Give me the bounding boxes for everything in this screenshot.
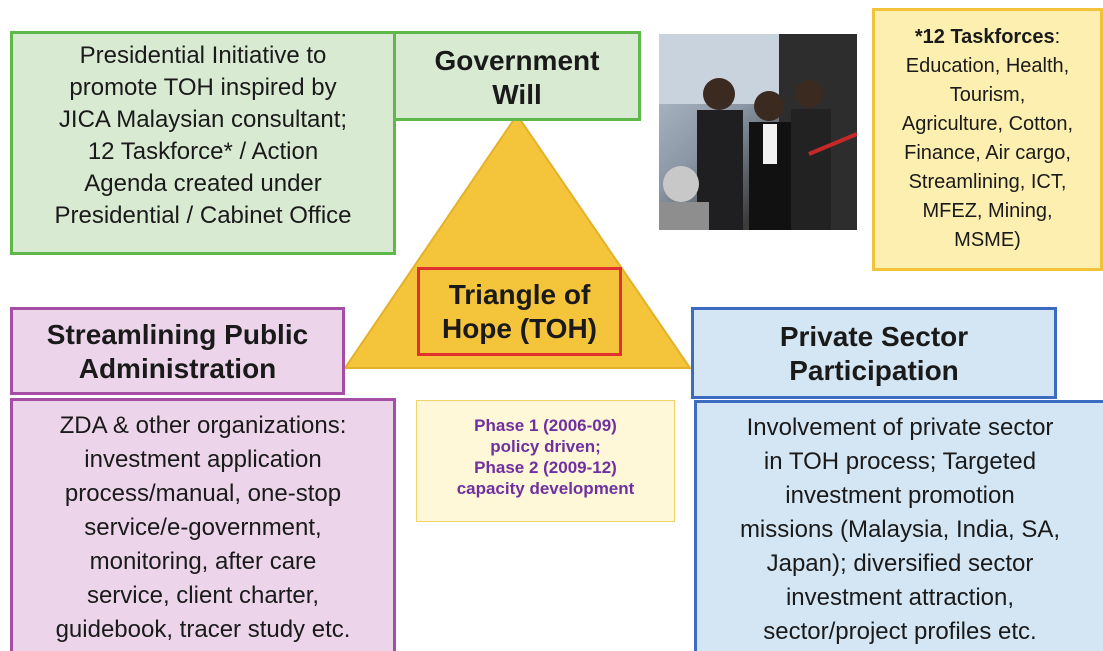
phases-note: Phase 1 (2006-09) policy driven; Phase 2… [416, 400, 675, 522]
taskforce-line: MFEZ, Mining, [922, 200, 1053, 222]
government-will-description: Presidential Initiative to promote TOH i… [10, 31, 396, 255]
private-sector-description: Involvement of private sector in TOH pro… [694, 400, 1103, 651]
private-sector-title: Private Sector Participation [691, 307, 1057, 399]
triangle-shape [343, 113, 692, 369]
gov-desc-line: Presidential / Cabinet Office [54, 202, 352, 229]
streamlining-title: Streamlining Public Administration [10, 307, 345, 395]
center-title-line: Hope (TOH) [441, 313, 598, 344]
spa-desc-line: ZDA & other organizations: [59, 412, 347, 439]
phase-line: policy driven; [490, 437, 601, 456]
spa-desc-line: guidebook, tracer study etc. [55, 616, 351, 643]
gov-title-line: Will [492, 79, 542, 110]
spa-desc-line: process/manual, one-stop [64, 480, 342, 507]
gov-desc-line: JICA Malaysian consultant; [58, 106, 348, 133]
photo-illustration [659, 34, 857, 230]
spa-desc-line: monitoring, after care [89, 548, 317, 575]
spa-desc-line: investment application [84, 446, 322, 473]
spa-title-line: Streamlining Public [46, 319, 309, 350]
psp-title-line: Private Sector [779, 321, 969, 352]
psp-desc-line: investment attraction, [785, 584, 1015, 611]
gov-desc-line: promote TOH inspired by [69, 74, 337, 101]
psp-title-line: Participation [789, 355, 959, 386]
psp-desc-line: sector/project profiles etc. [763, 618, 1037, 645]
gov-desc-line: Agenda created under [84, 170, 322, 197]
taskforce-line: MSME) [954, 229, 1021, 251]
taskforce-line: Finance, Air cargo, [904, 142, 1071, 164]
streamlining-description: ZDA & other organizations: investment ap… [10, 398, 396, 651]
taskforce-line: Streamlining, ICT, [908, 171, 1067, 193]
center-title-line: Triangle of [448, 279, 591, 310]
spa-desc-line: service/e-government, [84, 514, 322, 541]
ceremony-photo [659, 34, 857, 230]
gov-desc-line: Presidential Initiative to [79, 42, 327, 69]
phase-line: Phase 2 (2009-12) [474, 458, 617, 477]
psp-desc-line: Japan); diversified sector [766, 550, 1034, 577]
psp-desc-line: missions (Malaysia, India, SA, [739, 516, 1061, 543]
triangle-of-hope-label: Triangle of Hope (TOH) [417, 267, 622, 356]
taskforce-line: Education, Health, [905, 55, 1070, 77]
gov-desc-line: 12 Taskforce* / Action [87, 138, 319, 165]
taskforces-heading: *12 Taskforces [914, 26, 1055, 48]
spa-desc-line: service, client charter, [86, 582, 320, 609]
psp-desc-line: in TOH process; Targeted [763, 448, 1037, 475]
government-will-title: Government Will [393, 31, 641, 121]
psp-desc-line: Involvement of private sector [746, 414, 1054, 441]
psp-desc-line: investment promotion [785, 482, 1015, 509]
taskforces-note: *12 Taskforces: Education, Health, Touri… [872, 8, 1103, 271]
taskforces-heading-line: *12 Taskforces: [879, 23, 1096, 52]
spa-title-line: Administration [78, 353, 277, 384]
taskforce-line: Tourism, [949, 84, 1026, 106]
taskforces-heading-colon: : [1054, 26, 1061, 48]
phase-line: capacity development [456, 479, 635, 498]
taskforce-line: Agriculture, Cotton, [901, 113, 1074, 135]
phase-line: Phase 1 (2006-09) [474, 416, 617, 435]
gov-title-line: Government [434, 45, 600, 76]
